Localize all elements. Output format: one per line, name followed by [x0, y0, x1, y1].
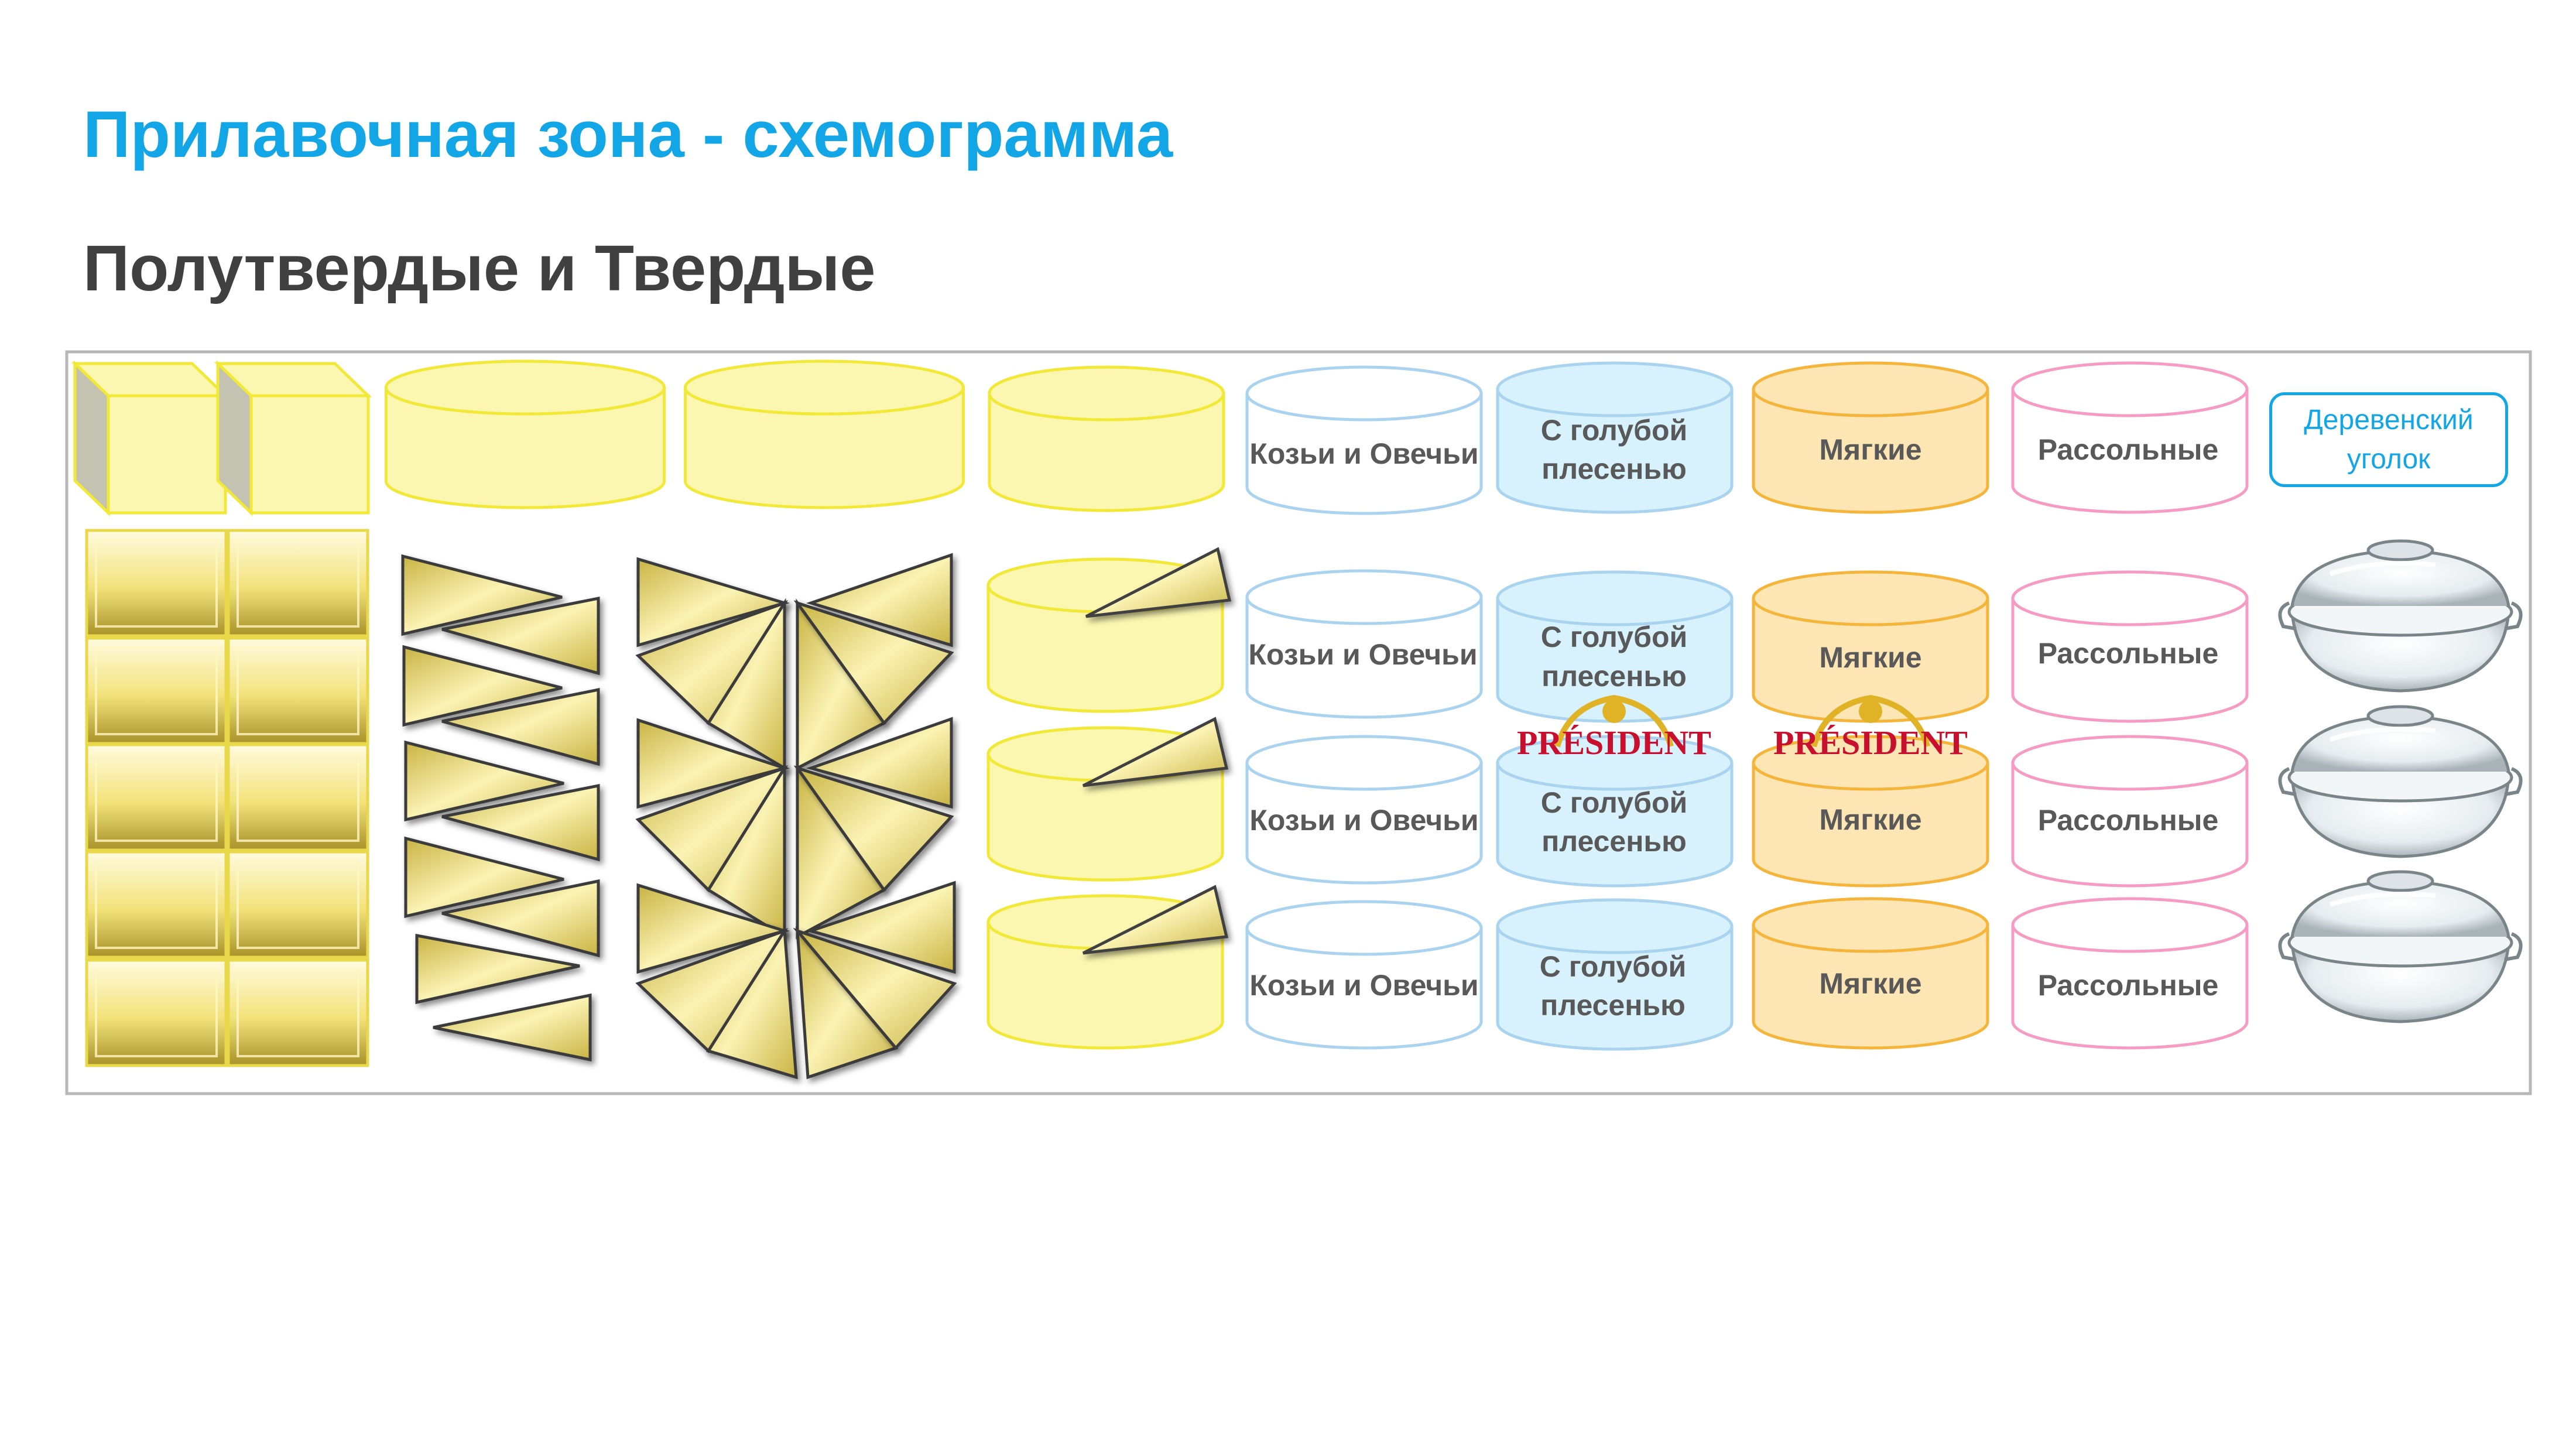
- cheese-wedge-icon: [636, 718, 790, 809]
- cheese-wheel-icon: [1245, 735, 1483, 885]
- cheese-cube-icon: [214, 360, 372, 516]
- cheese-block-icon: [85, 529, 228, 638]
- wheel-cut-wedges: [1082, 547, 1232, 955]
- section-subtitle: Полутвердые и Твердые: [83, 232, 876, 304]
- cheese-wedge-icon: [806, 553, 953, 648]
- soft-label: Мягкие: [1819, 803, 1921, 836]
- village-corner-line1: Деревенский: [2304, 404, 2474, 436]
- cheese-wheel-icon: [1496, 735, 1734, 888]
- cheese-block-icon: [85, 743, 228, 852]
- village-corner-line2: уголок: [2347, 444, 2431, 475]
- blue-mold-label: С голубой: [1541, 414, 1688, 447]
- cheese-wedge-icon: [636, 557, 790, 648]
- cheese-wheel-icon: [1245, 569, 1483, 719]
- cheese-cube-icon: [71, 360, 229, 516]
- brine-label: Рассольные: [2038, 969, 2219, 1002]
- cheese-wheel-icon: [2011, 735, 2249, 888]
- blue-mold-label: плесенью: [1540, 989, 1686, 1022]
- president-logo-icon: PRÉSIDENT: [1517, 694, 1711, 762]
- casserole-column: [2278, 539, 2523, 1023]
- goat-sheep-label: Козьи и Овечьи: [1249, 437, 1478, 470]
- cheese-wedge-icon: [402, 645, 563, 727]
- brine-label: Рассольные: [2038, 804, 2219, 837]
- goat-sheep-label: Козьи и Овечьи: [1248, 638, 1477, 671]
- cheese-block-icon: [227, 958, 369, 1067]
- cheese-wheel-icon: [1496, 361, 1734, 514]
- cheese-wheel-icon: [2011, 361, 2249, 514]
- cheese-wedge-icon: [441, 879, 600, 958]
- cheese-wheel-icon: [385, 359, 666, 509]
- cheese-block-icon: [227, 529, 369, 638]
- cheese-wheel-icon: [988, 365, 1225, 512]
- cheese-wedge-icon: [433, 993, 592, 1062]
- cheese-wedge-icon: [404, 740, 564, 822]
- cheese-wheel-icon: [1245, 365, 1483, 515]
- blue-mold-label: С голубой: [1541, 786, 1688, 819]
- goat-sheep-label: Козьи и Овечьи: [1249, 969, 1478, 1002]
- cheese-wedge-icon: [793, 927, 957, 1050]
- cheese-cubes: [71, 360, 372, 516]
- cheese-wheel-icon: [1752, 735, 1989, 888]
- cheese-wheel-icon: [1245, 900, 1483, 1050]
- glass-casserole-icon: [2278, 705, 2523, 858]
- blue-mold-label: плесенью: [1542, 660, 1687, 693]
- cheese-wedge-group: [401, 553, 957, 1080]
- cheese-wedge-icon: [706, 598, 786, 771]
- cheese-wedge-icon: [1082, 717, 1229, 787]
- cheese-block-grid: [85, 529, 369, 1067]
- cheese-wedge-icon: [401, 554, 563, 636]
- glass-casserole-icon: [2278, 539, 2523, 693]
- soft-label: Мягкие: [1819, 967, 1921, 1000]
- cheese-block-icon: [85, 958, 228, 1067]
- cheese-wedge-icon: [793, 600, 954, 725]
- cheese-wedge-icon: [806, 717, 953, 809]
- blue-mold-label: плесенью: [1542, 825, 1687, 858]
- wheel-labels: Козьи и Овечьи Козьи и Овечьи Козьи и Ов…: [1248, 414, 2218, 1022]
- cheese-wedge-icon: [706, 926, 798, 1080]
- blue-mold-label: С голубой: [1541, 621, 1688, 653]
- blue-mold-label: С голубой: [1540, 950, 1687, 983]
- cheese-wheel-icon: [684, 359, 965, 509]
- cheese-wheel-icon: [1496, 898, 1734, 1051]
- cheese-wheel-icon: [2011, 897, 2249, 1050]
- cheese-wedge-icon: [404, 836, 564, 919]
- blue-mold-label: плесенью: [1542, 453, 1687, 485]
- cheese-wedge-icon: [636, 883, 790, 974]
- cheese-block-icon: [85, 636, 228, 745]
- cheese-wheel-icon: [1752, 897, 1989, 1050]
- cheese-wedge-icon: [806, 881, 956, 974]
- cheese-wedge-icon: [793, 765, 954, 892]
- cheese-wedge-icon: [441, 783, 600, 862]
- cheese-wedge-icon: [706, 763, 786, 940]
- cheese-wedge-icon: [441, 596, 600, 676]
- page-title: Прилавочная зона - схемограмма: [83, 98, 1173, 171]
- soft-label: Мягкие: [1819, 641, 1921, 674]
- svg-text:PRÉSIDENT: PRÉSIDENT: [1517, 724, 1711, 762]
- cheese-block-icon: [227, 636, 369, 745]
- cheese-block-icon: [85, 850, 228, 959]
- cheese-block-icon: [227, 743, 369, 852]
- cheese-wedge-icon: [1085, 547, 1232, 618]
- cheese-wheel-icon: [1752, 361, 1989, 514]
- cheese-wedge-icon: [415, 933, 580, 1005]
- cheese-wedge-icon: [441, 687, 600, 766]
- glass-casserole-icon: [2278, 870, 2523, 1023]
- goat-sheep-label: Козьи и Овечьи: [1249, 804, 1478, 837]
- cheese-wheel-icon: [1496, 570, 1734, 723]
- cheese-wheel-icon: [2011, 570, 2249, 723]
- brine-label: Рассольные: [2038, 637, 2219, 670]
- svg-text:PRÉSIDENT: PRÉSIDENT: [1773, 724, 1968, 762]
- president-logo-icon: PRÉSIDENT: [1773, 694, 1968, 762]
- village-corner-label: Деревенский уголок: [2269, 392, 2508, 487]
- cheese-wedge-icon: [1082, 885, 1229, 955]
- soft-label: Мягкие: [1819, 433, 1921, 466]
- cheese-block-icon: [227, 850, 369, 959]
- brine-label: Рассольные: [2038, 433, 2219, 466]
